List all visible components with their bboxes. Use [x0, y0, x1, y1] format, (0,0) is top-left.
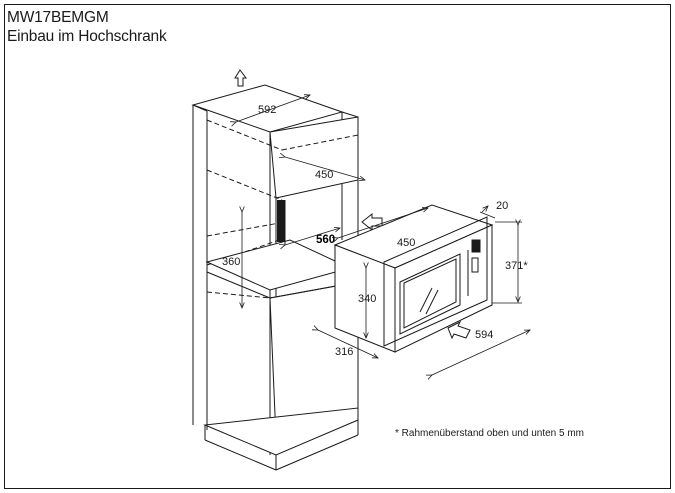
dim-oven-width: 594 [475, 329, 493, 341]
model-title: MW17BEMGM [7, 9, 109, 26]
dim-cabinet-width: 592 [258, 104, 276, 116]
tall-cabinet [191, 84, 359, 471]
dim-oven-total-height: 371* [505, 260, 528, 272]
drawing-frame [4, 4, 671, 489]
installation-subtitle: Einbau im Hochschrank [7, 28, 167, 45]
dim-niche-width: 560 [316, 234, 335, 246]
dim-front-depth: 20 [496, 200, 508, 212]
dim-niche-height: 360 [222, 256, 240, 268]
airflow-up-arrow-icon [234, 69, 247, 87]
airflow-diagonal-arrow-icon [447, 320, 471, 340]
dim-oven-body-height: 340 [358, 293, 376, 305]
footnote: * Rahmenüberstand oben und unten 5 mm [395, 428, 584, 439]
dim-niche-depth: 450 [315, 169, 333, 181]
dim-oven-depth: 450 [397, 237, 415, 249]
dim-oven-side-depth: 316 [335, 346, 353, 358]
